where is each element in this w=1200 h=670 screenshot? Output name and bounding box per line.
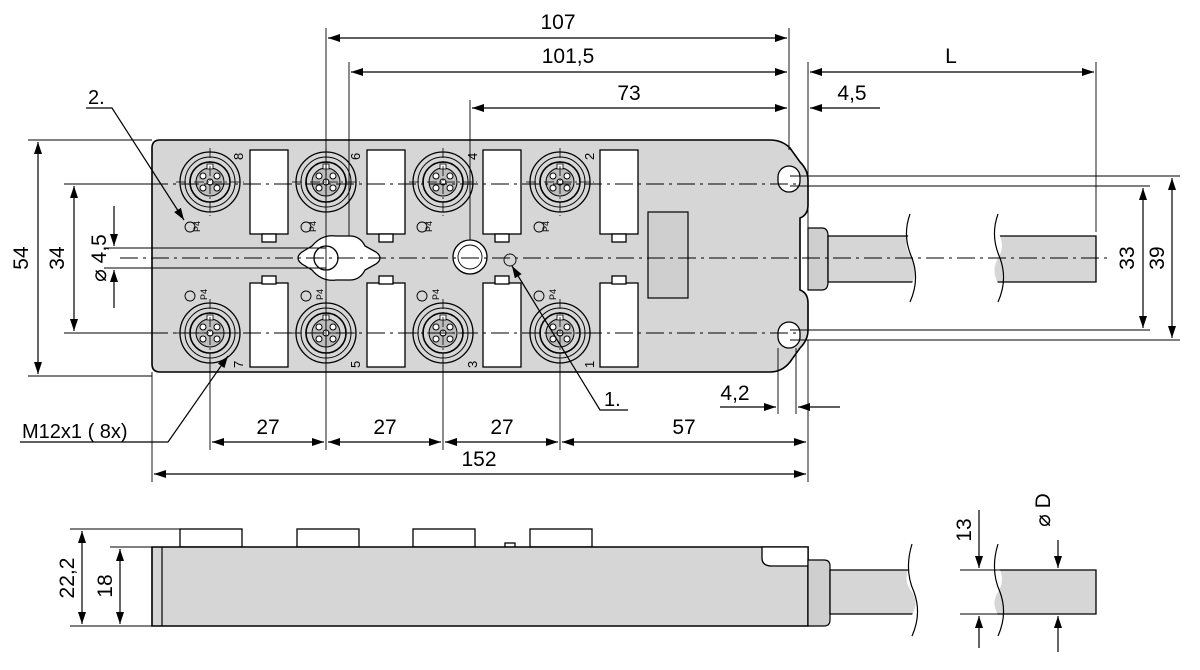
led-center: [503, 253, 517, 267]
label-window-4: [482, 149, 522, 235]
m12-connector-4: [409, 148, 477, 216]
led-label-7: P4: [199, 289, 209, 300]
mounting-hole-center-inner: [457, 244, 483, 270]
connector-stub-2: [296, 528, 360, 548]
dim-13: 13: [953, 518, 976, 541]
dim-57: 57: [672, 416, 695, 439]
dim-27c: 27: [490, 416, 513, 439]
label-window-7: [249, 282, 289, 368]
dim-4-2: 4,2: [720, 382, 749, 405]
port-number-5: 5: [348, 361, 363, 368]
label-window-5: [366, 282, 406, 368]
callout-thread: M12x1 ( 8x): [22, 421, 128, 443]
led-label-2: P4: [541, 221, 551, 232]
connector-stub-1: [179, 528, 243, 548]
mounting-slot-top: [777, 165, 801, 193]
label-tab-1: [611, 275, 627, 285]
label-tab-5: [378, 275, 394, 285]
dim-33: 33: [1116, 246, 1139, 269]
label-tab-7: [261, 275, 277, 285]
cable-gland: [807, 227, 829, 291]
cable-break: [906, 232, 1002, 286]
dim-27b: 27: [373, 416, 396, 439]
housing-step: [761, 546, 809, 567]
label-tab-3: [494, 275, 510, 285]
dim-22-2: 22,2: [56, 558, 79, 599]
dim-27a: 27: [256, 416, 279, 439]
dim-L: L: [945, 45, 957, 68]
connector-stub-3: [412, 528, 476, 548]
strain-relief-block: [647, 211, 689, 299]
cable-break-side: [906, 566, 1002, 618]
dimension-lines: [34, 34, 1176, 478]
dim-dia-4-5: ⌀ 4,5: [88, 234, 111, 282]
dim-101-5: 101,5: [542, 45, 595, 68]
callout-2: 2.: [88, 87, 105, 109]
leader-callout-1: [511, 265, 628, 411]
led-label-4: P4: [424, 221, 434, 232]
led-label-8: P4: [192, 221, 202, 232]
extension-lines: [28, 28, 1180, 482]
dim-54: 54: [10, 246, 33, 270]
port-number-1: 1: [582, 361, 597, 368]
side-view: 22,2 18 13 ⌀ D: [56, 493, 1097, 652]
dim-dia-D: ⌀ D: [1032, 493, 1055, 527]
dim-73: 73: [617, 82, 640, 105]
led-3: [416, 290, 428, 302]
connector-stub-4: [529, 528, 593, 548]
dim-4-5: 4,5: [837, 82, 866, 105]
led-label-3: P4: [431, 289, 441, 300]
dim-152: 152: [461, 448, 496, 471]
label-tab-4: [494, 233, 510, 243]
led-1: [533, 290, 545, 302]
port-numbers: 8 6 4 2 7 5 3 1: [231, 153, 597, 368]
label-window-8: [249, 149, 289, 235]
port-number-3: 3: [465, 361, 480, 368]
housing-side-view: [151, 546, 809, 627]
led-7: [184, 290, 196, 302]
label-window-3: [482, 282, 522, 368]
m12-connector-7: [176, 299, 244, 367]
label-window-1: [599, 282, 639, 368]
port-number-7: 7: [231, 361, 246, 368]
leader-callout-2: [86, 107, 185, 221]
top-view: P4 P4 P4 P4 P4 P4 P4 P4 8 6 4 2 7 5 3 1: [120, 139, 1110, 373]
led-5: [300, 290, 312, 302]
port-number-8: 8: [231, 153, 246, 160]
dim-18: 18: [94, 574, 117, 597]
port-number-6: 6: [348, 153, 363, 160]
led-2: [533, 221, 545, 233]
dim-39: 39: [1146, 246, 1169, 269]
callout-1: 1.: [604, 389, 621, 411]
mounting-slot-bottom: [777, 321, 801, 349]
label-tab-6: [378, 233, 394, 243]
callouts: 2. 1. M12x1 ( 8x): [22, 87, 621, 443]
led-indicators: [184, 221, 545, 302]
dim-107: 107: [540, 11, 575, 34]
port-number-4: 4: [465, 153, 480, 160]
led-8: [184, 221, 196, 233]
led-label-5: P4: [315, 289, 325, 300]
led-label-1: P4: [548, 289, 558, 300]
leader-lines: [20, 107, 628, 443]
label-window-6: [366, 149, 406, 235]
led-4: [416, 221, 428, 233]
led-labels: P4 P4 P4 P4 P4 P4 P4 P4: [192, 221, 558, 300]
dim-34: 34: [46, 246, 69, 270]
label-tab-2: [611, 233, 627, 243]
cable-gland-side: [807, 559, 831, 627]
leader-thread: [20, 355, 229, 443]
label-window-2: [599, 149, 639, 235]
label-tab-8: [261, 233, 277, 243]
led-label-6: P4: [308, 221, 318, 232]
dimension-texts: 107 101,5 73 L 4,5 54 34 ⌀ 4,5 33 39 27 …: [10, 11, 1169, 471]
m12-connector-8: [176, 148, 244, 216]
led-6: [300, 221, 312, 233]
port-number-2: 2: [582, 153, 597, 160]
m12-connector-2: [526, 148, 594, 216]
